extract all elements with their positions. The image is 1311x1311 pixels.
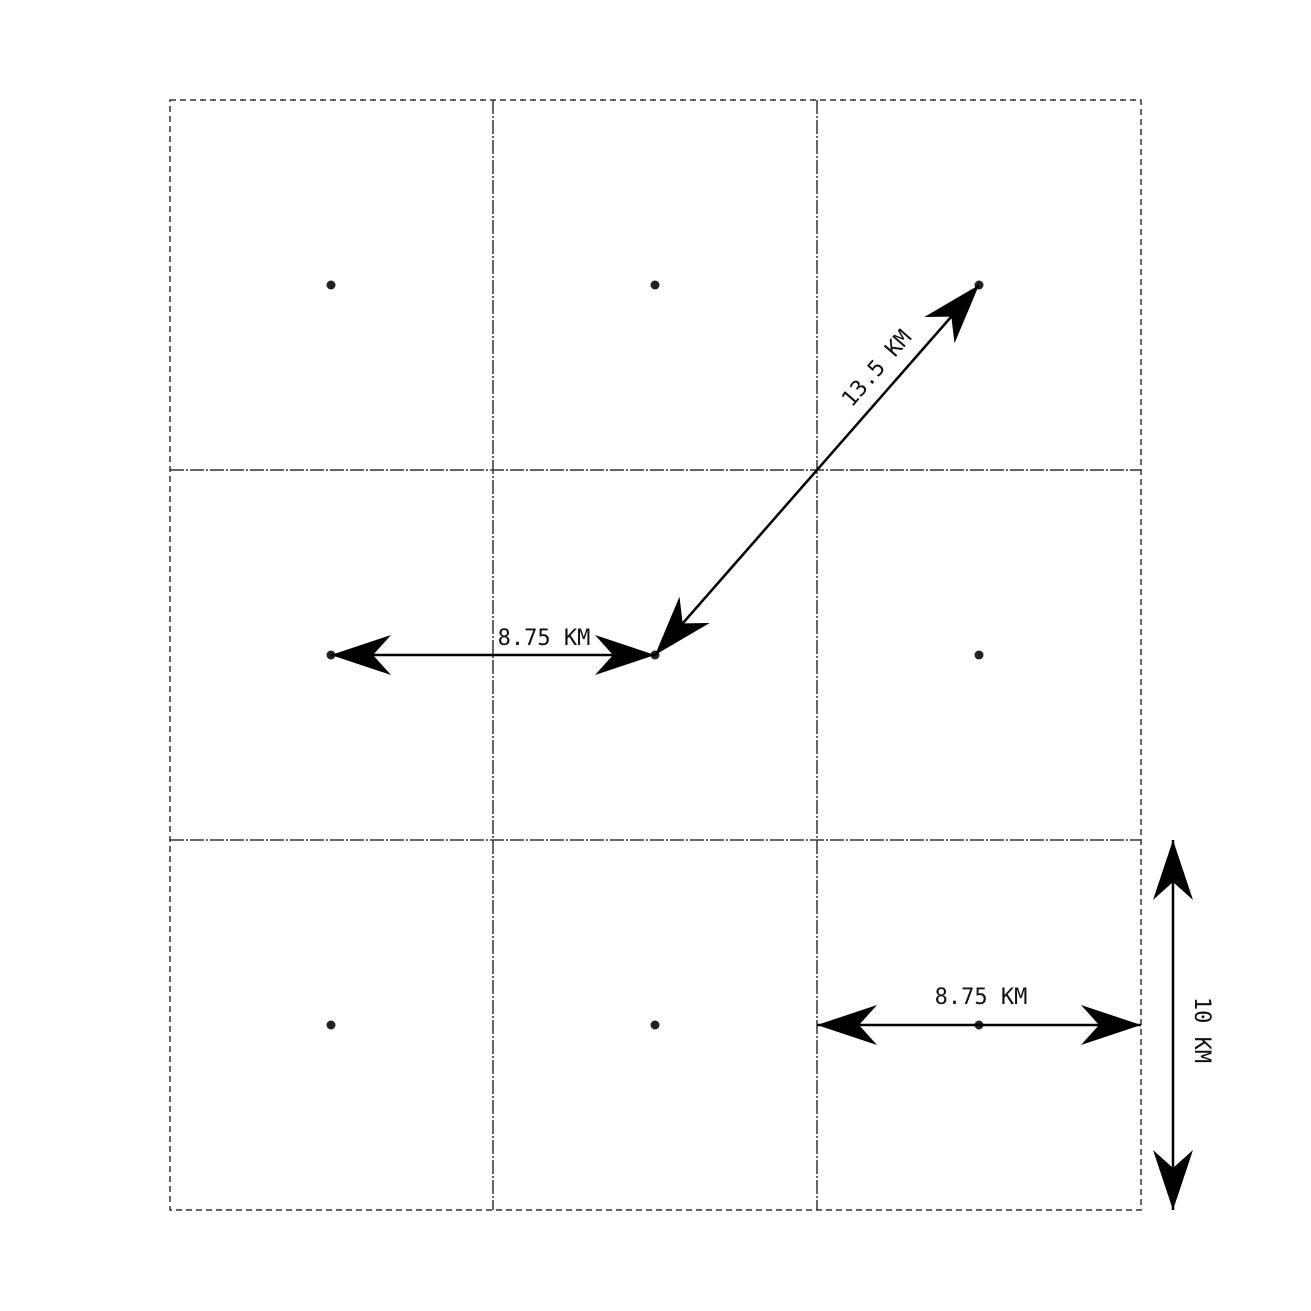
diagonal-distance-arrow — [654, 284, 980, 656]
grid-outer-border — [169, 99, 1142, 1211]
middle-horizontal-distance-label: 8.75 KM — [498, 626, 591, 651]
cell-center-point — [974, 650, 984, 660]
cell-center-point — [326, 280, 336, 290]
cell-center-point — [650, 280, 660, 290]
vertical-side-distance-label: 10 KM — [1189, 997, 1214, 1063]
cell-center-point — [650, 1020, 660, 1030]
cell-center-point — [326, 1020, 336, 1030]
bottom-horizontal-distance-label: 8.75 KM — [935, 985, 1028, 1010]
